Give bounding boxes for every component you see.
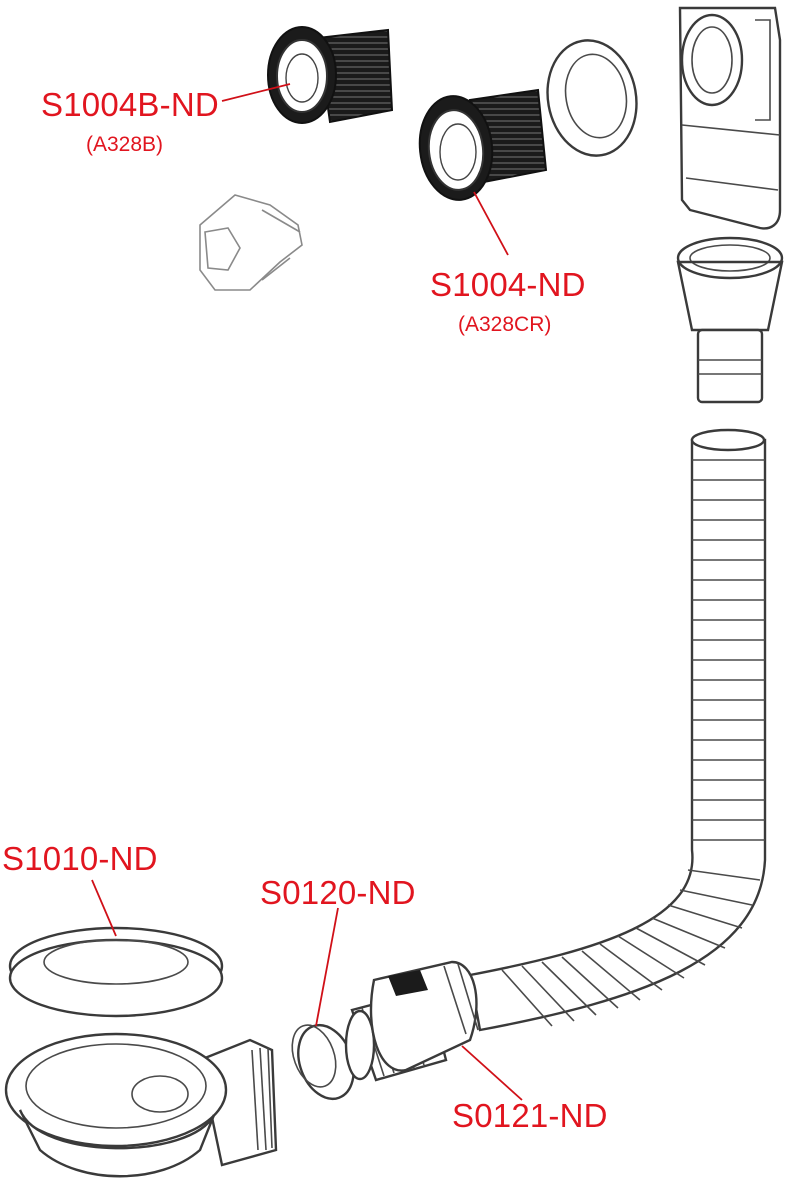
label-s1004-alt: (A328CR) [458,313,552,336]
label-s0121-code: S0121-ND [452,1097,608,1134]
leader-s0120 [315,907,339,1027]
drain-body [4,1032,278,1178]
label-s0120-code: S0120-ND [260,874,416,911]
leader-lines [91,83,523,1101]
leader-s0121 [461,1045,523,1101]
label-s1004b-alt: (A328B) [86,133,164,156]
corrugated-hose [468,428,767,1032]
label-s1004b-code: S1004B-ND [41,86,219,123]
flat-gasket-s1010 [8,926,224,1018]
flat-washer-top [546,39,638,157]
leader-s1004 [473,191,509,256]
reducer-nozzle [676,236,784,404]
label-s1010-code: S1010-ND [2,840,158,877]
hex-connector [199,194,303,291]
leader-s1004b [221,83,291,102]
overflow-fitting-s1004 [418,88,548,201]
overflow-elbow [678,6,782,230]
label-s1004-code: S1004-ND [430,266,586,303]
leader-s1010 [91,879,117,937]
overflow-fitting-s1004b [267,26,394,124]
union-nut-s0121 [344,960,479,1082]
